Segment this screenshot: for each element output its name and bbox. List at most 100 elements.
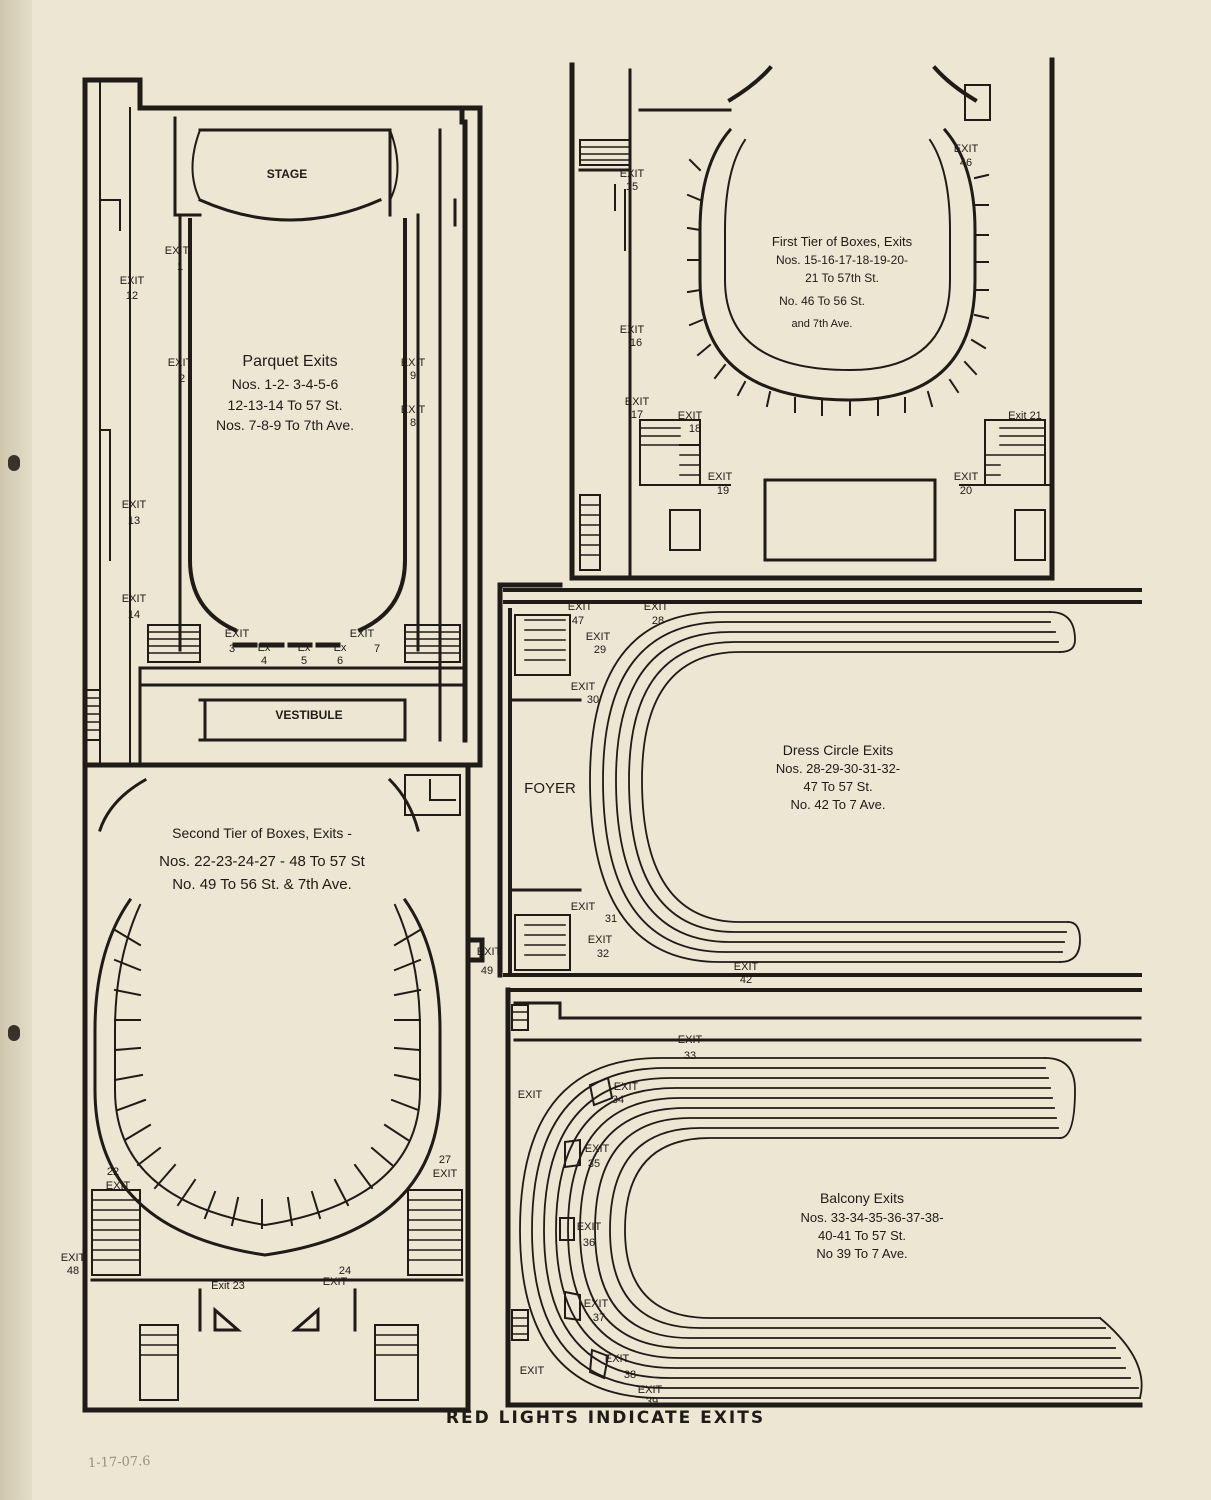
exit-35-number: 35 bbox=[588, 1158, 600, 1170]
exit-49-number: 49 bbox=[481, 965, 493, 977]
exit-word: EXIT bbox=[638, 1384, 663, 1396]
exit-48-number: 48 bbox=[67, 1265, 79, 1277]
exit-28-number: 28 bbox=[652, 615, 664, 627]
exit-word: EXIT bbox=[605, 1353, 630, 1365]
exit-word: EXIT bbox=[518, 1089, 543, 1101]
exit-39-number: 39 bbox=[646, 1396, 658, 1408]
exit-word: EXIT bbox=[520, 1365, 545, 1377]
exit-38-number: 38 bbox=[624, 1369, 636, 1381]
stage-label: STAGE bbox=[267, 167, 307, 181]
dress-circle-line: 47 To 57 St. bbox=[803, 779, 872, 794]
exit-2-number: 2 bbox=[179, 373, 185, 385]
exit-13-number: 13 bbox=[128, 515, 140, 527]
exit-29-number: 29 bbox=[594, 644, 606, 656]
exit-18-number: 18 bbox=[689, 423, 701, 435]
exit-word: EXIT bbox=[614, 1081, 639, 1093]
exit-word: EXIT bbox=[644, 601, 669, 613]
exit-22-number: 22 bbox=[107, 1166, 119, 1178]
exit-word: EXIT bbox=[620, 168, 645, 180]
balcony-line: 40-41 To 57 St. bbox=[818, 1228, 906, 1243]
exit-42-number: 42 bbox=[740, 974, 752, 986]
exit-word: Ex bbox=[334, 642, 347, 654]
exit-27-number: 27 bbox=[439, 1154, 451, 1166]
first-tier-line: Nos. 15-16-17-18-19-20- bbox=[776, 253, 908, 267]
foyer-label: FOYER bbox=[524, 780, 576, 797]
first-tier-line: No. 46 To 56 St. bbox=[779, 294, 865, 308]
exit-word: EXIT bbox=[106, 1180, 131, 1192]
exit-word: EXIT bbox=[678, 1034, 703, 1046]
parquet-line: 12-13-14 To 57 St. bbox=[228, 397, 343, 413]
second-tier-plan bbox=[82, 767, 485, 1413]
exit-word: EXIT bbox=[122, 499, 147, 511]
exit-word: Ex bbox=[258, 642, 271, 654]
second-tier-title: Second Tier of Boxes, Exits - bbox=[172, 825, 352, 841]
exit-word: EXIT bbox=[401, 357, 426, 369]
parquet-title: Parquet Exits bbox=[242, 353, 337, 370]
balcony-title: Balcony Exits bbox=[820, 1190, 904, 1206]
exit-word: EXIT bbox=[954, 471, 979, 483]
exit-24-number: 24 bbox=[339, 1265, 351, 1277]
parquet-line: Nos. 7-8-9 To 7th Ave. bbox=[216, 417, 354, 433]
exit-32-number: 32 bbox=[597, 948, 609, 960]
exit-word: EXIT bbox=[571, 901, 596, 913]
exit-word: EXIT bbox=[954, 143, 979, 155]
balcony-plan bbox=[505, 987, 1143, 1408]
dress-circle-plan bbox=[497, 582, 1142, 978]
exit-word: EXIT bbox=[350, 628, 375, 640]
exit-33-number: 33 bbox=[684, 1050, 696, 1062]
exit-word: EXIT bbox=[168, 357, 193, 369]
exit-6-number: 6 bbox=[337, 655, 343, 667]
exit-word: EXIT bbox=[225, 628, 250, 640]
exit-word: EXIT bbox=[620, 324, 645, 336]
second-tier-line: Nos. 22-23-24-27 - 48 To 57 St bbox=[159, 853, 366, 870]
first-tier-plan bbox=[569, 57, 1055, 581]
exit-word: EXIT bbox=[625, 396, 650, 408]
balcony-line: Nos. 33-34-35-36-37-38- bbox=[800, 1210, 943, 1225]
exit-1-number: 1 bbox=[177, 261, 183, 273]
exit-16-number: 16 bbox=[630, 337, 642, 349]
exit-21-label: Exit 21 bbox=[1008, 410, 1042, 422]
exit-word: EXIT bbox=[323, 1276, 348, 1288]
exit-5-number: 5 bbox=[301, 655, 307, 667]
exit-3-number: 3 bbox=[229, 643, 235, 655]
exit-7-number: 7 bbox=[374, 643, 380, 655]
exit-20-number: 20 bbox=[960, 485, 972, 497]
exit-12-number: 12 bbox=[126, 290, 138, 302]
exit-23-label: Exit 23 bbox=[211, 1280, 245, 1292]
vestibule-label: VESTIBULE bbox=[275, 708, 342, 722]
binding-edge bbox=[0, 0, 32, 1500]
exit-word: EXIT bbox=[433, 1168, 458, 1180]
exit-8-number: 8 bbox=[410, 417, 416, 429]
binding-hole bbox=[8, 1025, 20, 1041]
binding-hole bbox=[8, 455, 20, 471]
first-tier-title: First Tier of Boxes, Exits bbox=[772, 234, 913, 249]
exit-17-number: 17 bbox=[631, 409, 643, 421]
exit-word: EXIT bbox=[165, 245, 190, 257]
exit-47-number: 47 bbox=[572, 615, 584, 627]
dress-circle-line: No. 42 To 7 Ave. bbox=[791, 797, 886, 812]
exit-15-number: 15 bbox=[626, 181, 638, 193]
exit-36-number: 36 bbox=[583, 1237, 595, 1249]
exit-word: EXIT bbox=[588, 934, 613, 946]
second-tier-line: No. 49 To 56 St. & 7th Ave. bbox=[172, 876, 352, 893]
exit-4-number: 4 bbox=[261, 655, 267, 667]
exit-word: EXIT bbox=[584, 1298, 609, 1310]
dress-circle-title: Dress Circle Exits bbox=[783, 742, 893, 758]
exit-word: EXIT bbox=[678, 410, 703, 422]
first-tier-line: and 7th Ave. bbox=[792, 318, 853, 330]
exit-14-number: 14 bbox=[128, 609, 140, 621]
exit-word: EXIT bbox=[401, 404, 426, 416]
exit-word: EXIT bbox=[477, 946, 502, 958]
pencil-annotation: 1-17-07.6 bbox=[87, 1453, 151, 1472]
exit-46-number: 46 bbox=[960, 157, 972, 169]
exit-word: EXIT bbox=[61, 1252, 86, 1264]
exit-word: EXIT bbox=[571, 681, 596, 693]
exit-word: EXIT bbox=[734, 961, 759, 973]
parquet-line: Nos. 1-2- 3-4-5-6 bbox=[232, 376, 339, 392]
exit-word: EXIT bbox=[708, 471, 733, 483]
exit-word: EXIT bbox=[122, 593, 147, 605]
exit-37-number: 37 bbox=[593, 1312, 605, 1324]
balcony-line: No 39 To 7 Ave. bbox=[816, 1246, 907, 1261]
